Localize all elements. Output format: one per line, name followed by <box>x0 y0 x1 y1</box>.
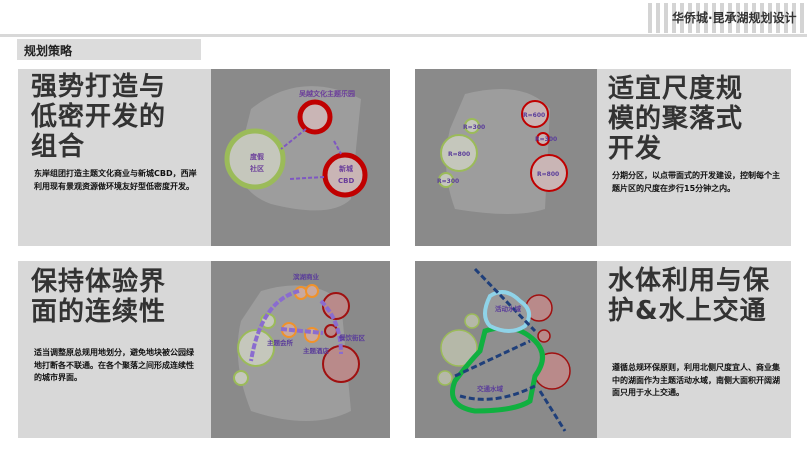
panel-1-title: 强势打造与低密开发的组合 <box>31 72 167 162</box>
cbd-circle <box>322 152 368 198</box>
map-label: 活动水域 <box>495 304 522 313</box>
panel-4-body: 遵循总规环保原则，利用北侧尺度宜人、商业集中的湖面作为主题活动水域，南侧大面积开… <box>612 363 780 397</box>
panel-1-map: 吴越文化主题乐园 度假 社区 新城 CBD <box>211 69 390 246</box>
strategy-panel-1 <box>18 69 212 246</box>
theme-park-circle <box>297 99 333 135</box>
panel-1-body: 东岸组团打造主题文化商业与新城CBD，西岸利用现有景观资源做环境友好型低密度开发… <box>34 169 197 191</box>
strategy-panel-4 <box>597 261 791 438</box>
panel-3-title: 保持体验界面的连续性 <box>31 267 167 327</box>
map-label: 主题会所 <box>267 338 294 347</box>
panel-2-map: R=600 R=300 R=300 R=800 R=800 R=300 <box>415 69 597 246</box>
panel-4-title: 水体利用与保护&水上交通 <box>608 266 771 326</box>
map-label: 滨湖商业 <box>293 272 320 281</box>
map-label: R=600 <box>523 112 545 119</box>
resort-circle <box>224 128 286 190</box>
strategy-panel-2 <box>597 69 791 246</box>
header-stripes <box>648 3 807 33</box>
map-label: R=300 <box>463 124 485 131</box>
header-title: 华侨城·昆承湖规划设计 <box>672 11 797 25</box>
map-label: 度假 <box>250 152 265 161</box>
map-label: 交通水域 <box>477 384 504 393</box>
panel-3-map: 滨湖商业 主题会所 主题酒店 餐饮街区 <box>211 261 390 438</box>
section-label: 规划策略 <box>17 39 201 60</box>
header-divider <box>0 34 807 37</box>
map-label: 社区 <box>249 164 264 173</box>
map-label: 吴越文化主题乐园 <box>299 89 355 98</box>
strategy-panel-3 <box>18 261 212 438</box>
panel-3-body: 适当调整原总规用地划分，避免地块被公园绿地打断各不联通。在各个聚落之间形成连续性… <box>34 348 194 382</box>
map-label: R=800 <box>537 171 559 178</box>
panel-2-body: 分期分区，以点带面式的开发建设，控制每个主题片区的尺度在步行15分钟之内。 <box>612 171 780 193</box>
panel-4-map: 活动水域 交通水域 <box>415 261 597 438</box>
map-label: R=300 <box>437 178 459 185</box>
map-label: R=300 <box>535 136 557 143</box>
map-label: 主题酒店 <box>303 346 330 355</box>
map-label: CBD <box>338 177 354 185</box>
map-label: 餐饮街区 <box>338 333 366 342</box>
panel-2-title: 适宜尺度规模的聚落式开发 <box>608 74 744 164</box>
map-label: R=800 <box>448 151 470 158</box>
map-label: 新城 <box>339 164 353 173</box>
